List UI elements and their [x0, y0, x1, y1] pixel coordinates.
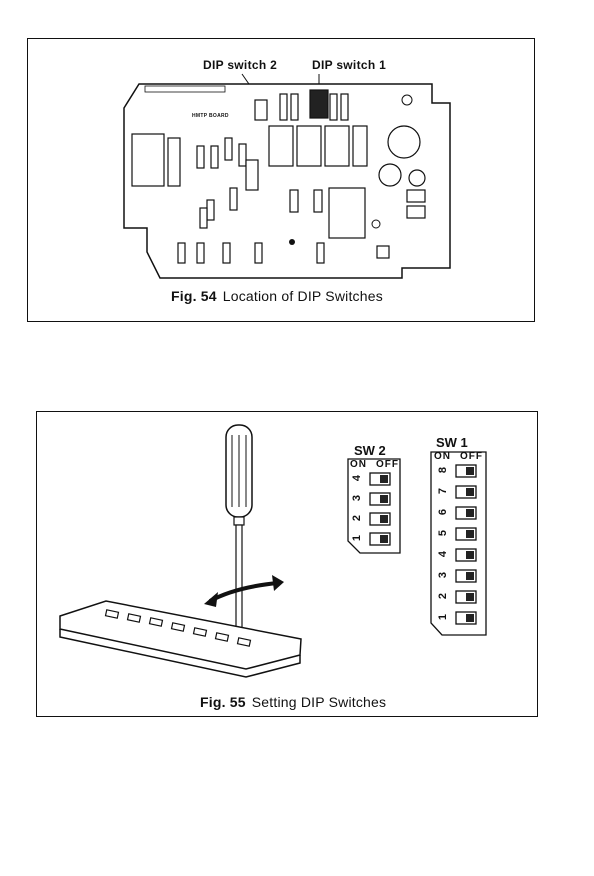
frame-top-rule	[36, 411, 538, 412]
frame-bottom-rule	[36, 716, 538, 717]
sw1-position-1: 1	[437, 613, 450, 621]
sw1-toggle-knob-8	[466, 467, 474, 475]
sw1-toggle-knob-3	[466, 572, 474, 580]
figure-54: DIP switch 2 DIP switch 1	[27, 38, 535, 322]
screwdriver-illustration	[59, 424, 302, 678]
sw1-on-label: ON	[434, 451, 451, 462]
sw1-position-3: 3	[437, 571, 450, 579]
fig54-caption: Fig. 54 Location of DIP Switches	[171, 288, 383, 304]
sw1-toggle-knob-6	[466, 509, 474, 517]
fig54-number: Fig. 54	[171, 288, 217, 304]
sw2-toggle-knob-4	[380, 475, 388, 483]
dip-switch-2-callout: DIP switch 2	[203, 58, 278, 72]
sw1-position-7: 7	[437, 487, 450, 495]
sw2-off-label: OFF	[376, 459, 399, 470]
sw1-toggle-knob-5	[466, 530, 474, 538]
sw2-title: SW 2	[354, 443, 386, 458]
sw1-title: SW 1	[436, 435, 468, 450]
fig55-number: Fig. 55	[200, 694, 246, 710]
sw1-off-label: OFF	[460, 451, 483, 462]
sw1-dip-switch	[430, 451, 487, 636]
sw1-toggle-knob-2	[466, 593, 474, 601]
sw2-dip-switch	[347, 458, 401, 554]
sw1-position-5: 5	[437, 529, 450, 537]
sw1-toggle-knob-7	[466, 488, 474, 496]
frame-bottom-rule	[27, 321, 535, 322]
sw1-position-2: 2	[437, 592, 450, 600]
sw1-toggle-knob-4	[466, 551, 474, 559]
frame-right-rule	[537, 411, 538, 717]
fig54-title: Location of DIP Switches	[222, 288, 383, 304]
sw2-toggle-knob-2	[380, 515, 388, 523]
circuit-board-drawing	[123, 73, 451, 279]
fig55-caption: Fig. 55 Setting DIP Switches	[200, 694, 386, 710]
dip-switch-1-callout: DIP switch 1	[312, 58, 387, 72]
frame-left-rule	[36, 411, 37, 717]
sw1-position-6: 6	[437, 508, 450, 516]
board-label: HMTP BOARD	[192, 113, 229, 119]
fig55-title: Setting DIP Switches	[251, 694, 387, 710]
sw1-position-8: 8	[437, 466, 450, 474]
sw2-toggle-knob-1	[380, 535, 388, 543]
frame-left-rule	[27, 38, 28, 322]
frame-right-rule	[534, 38, 535, 322]
sw2-on-label: ON	[350, 459, 367, 470]
sw1-toggle-knob-1	[466, 614, 474, 622]
frame-top-rule	[27, 38, 535, 39]
sw2-toggle-knob-3	[380, 495, 388, 503]
sw1-position-4: 4	[437, 550, 450, 558]
